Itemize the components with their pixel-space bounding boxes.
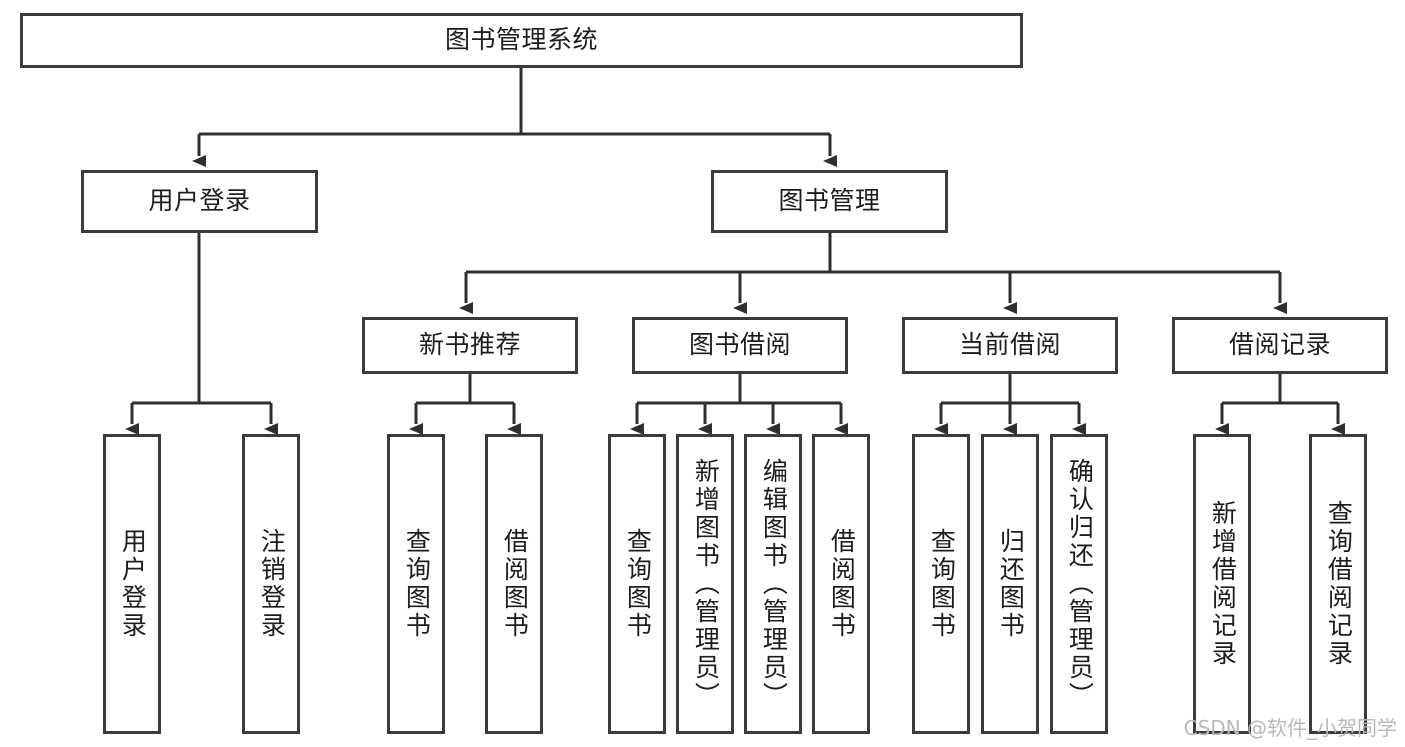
- node-current-borrow-label: 当前借阅: [958, 330, 1061, 360]
- node-leaf-edit-book[interactable]: 编辑图书（管理员）: [744, 434, 802, 734]
- node-book-management-label: 图书管理: [778, 186, 881, 216]
- node-user-login[interactable]: 用户登录: [81, 170, 318, 233]
- node-user-login-label: 用户登录: [148, 186, 251, 216]
- node-leaf-add-book[interactable]: 新增图书（管理员）: [676, 434, 734, 734]
- node-leaf-query-book-1-label: 查询图书: [402, 528, 432, 640]
- node-book-management[interactable]: 图书管理: [711, 170, 948, 233]
- node-root-label: 图书管理系统: [444, 25, 598, 55]
- watermark: CSDN @软件_小贺同学: [1183, 716, 1397, 740]
- node-leaf-add-record[interactable]: 新增借阅记录: [1193, 434, 1251, 734]
- node-leaf-query-book-2[interactable]: 查询图书: [608, 434, 666, 734]
- node-leaf-query-book-3[interactable]: 查询图书: [912, 434, 970, 734]
- node-new-book-recommend-label: 新书推荐: [418, 330, 521, 360]
- node-leaf-borrow-book-1-label: 借阅图书: [500, 528, 530, 640]
- node-leaf-add-book-label: 新增图书（管理员）: [691, 458, 721, 710]
- node-borrow-record[interactable]: 借阅记录: [1172, 317, 1388, 374]
- node-leaf-borrow-book-2[interactable]: 借阅图书: [812, 434, 870, 734]
- node-leaf-return-book-label: 归还图书: [996, 528, 1026, 640]
- node-root[interactable]: 图书管理系统: [20, 13, 1023, 68]
- node-leaf-user-logout[interactable]: 注销登录: [242, 434, 300, 734]
- node-borrow-record-label: 借阅记录: [1228, 330, 1331, 360]
- node-new-book-recommend[interactable]: 新书推荐: [362, 317, 578, 374]
- node-book-borrow[interactable]: 图书借阅: [632, 317, 848, 374]
- node-leaf-confirm-return[interactable]: 确认归还（管理员）: [1050, 434, 1108, 734]
- node-leaf-borrow-book-2-label: 借阅图书: [827, 528, 857, 640]
- node-leaf-borrow-book-1[interactable]: 借阅图书: [485, 434, 543, 734]
- node-leaf-confirm-return-label: 确认归还（管理员）: [1065, 458, 1095, 710]
- node-leaf-add-record-label: 新增借阅记录: [1208, 500, 1238, 668]
- node-leaf-query-record-label: 查询借阅记录: [1324, 500, 1354, 668]
- node-leaf-user-login[interactable]: 用户登录: [103, 434, 161, 734]
- node-leaf-user-login-label: 用户登录: [118, 528, 148, 640]
- node-leaf-edit-book-label: 编辑图书（管理员）: [759, 458, 789, 710]
- node-current-borrow[interactable]: 当前借阅: [902, 317, 1118, 374]
- node-leaf-query-book-2-label: 查询图书: [623, 528, 653, 640]
- node-book-borrow-label: 图书借阅: [688, 330, 791, 360]
- node-leaf-return-book[interactable]: 归还图书: [981, 434, 1039, 734]
- node-leaf-query-book-1[interactable]: 查询图书: [387, 434, 445, 734]
- node-leaf-query-book-3-label: 查询图书: [927, 528, 957, 640]
- node-leaf-user-logout-label: 注销登录: [257, 528, 287, 640]
- node-leaf-query-record[interactable]: 查询借阅记录: [1309, 434, 1367, 734]
